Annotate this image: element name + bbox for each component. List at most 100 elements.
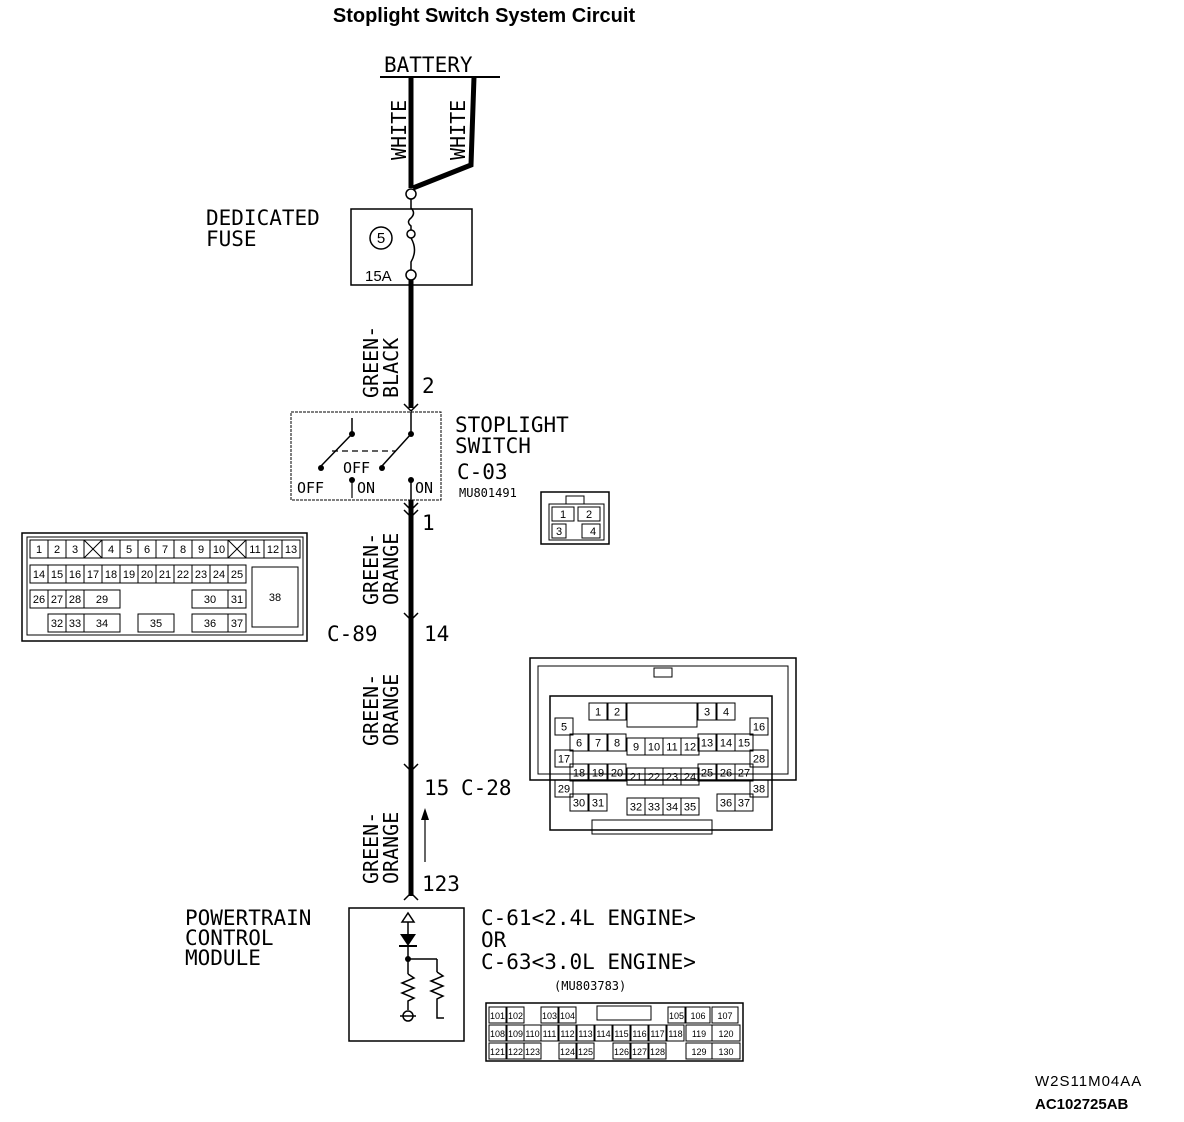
c28-pin-10: 10: [648, 742, 660, 754]
green-orange-label-1-line1: GREEN-: [359, 533, 383, 605]
green-orange-label-1-line2: ORANGE: [379, 533, 403, 605]
pcm-pin-104-cell: [558, 1006, 577, 1024]
c28-pin-2: 2: [614, 707, 620, 719]
c28-marker: [403, 763, 419, 773]
c89-pin-18: 18: [105, 569, 117, 581]
c28-pin-38-cell: [749, 779, 769, 798]
pcm-pin-124: 124: [560, 1047, 575, 1057]
c28-pin-37: 37: [738, 798, 750, 810]
c89-pin-32: 32: [51, 618, 63, 630]
c89-pin-35-cell: [137, 613, 175, 633]
c28-pin-2-cell: [607, 702, 627, 721]
fuse-label-line1: DEDICATED: [206, 206, 320, 230]
c89-pin-33: 33: [69, 618, 81, 630]
pcm-pin-128-cell: [648, 1042, 667, 1060]
switch-contact-off-right: [379, 465, 385, 471]
c28-pin-3-cell: [697, 702, 717, 721]
pcm-pin-118-cell: [666, 1024, 685, 1042]
c89-pin-12: 12: [267, 544, 279, 556]
green-black-label-line1: GREEN-: [359, 326, 383, 398]
c89-pin-x-blank-mark: [83, 539, 103, 559]
pcm-pin-120: 120: [718, 1029, 733, 1039]
c89-pin-30: 30: [204, 594, 216, 606]
pcm-pin-130: 130: [718, 1047, 733, 1057]
c89-pin-19: 19: [123, 569, 135, 581]
pcm-connector-2: C-63<3.0L ENGINE>: [481, 950, 696, 974]
c28-pin-7-cell: [588, 733, 608, 752]
switch-blade-right: [381, 433, 412, 467]
c28-pin-21: 21: [630, 772, 642, 784]
pcm-pin-125-cell: [576, 1042, 595, 1060]
c28-pin-29-cell: [554, 779, 574, 798]
c28-pin-11: 11: [666, 742, 677, 754]
c89-pin-38: 38: [269, 592, 281, 604]
pcm-pin-116: 116: [632, 1029, 646, 1039]
fuse-rating: 15A: [365, 268, 392, 285]
switch-off-left: OFF: [297, 479, 324, 497]
pcm-pin-112: 112: [560, 1029, 574, 1039]
c28-pin-35-cell: [680, 797, 700, 816]
switch-on-right: ON: [415, 479, 433, 497]
fuse-label-line2: FUSE: [206, 227, 257, 251]
pcm-box: [348, 907, 465, 1042]
pcm-label-line3: MODULE: [185, 946, 261, 970]
switch-label-line2: SWITCH: [455, 434, 531, 458]
c28-pin-28-cell: [749, 749, 769, 768]
c28-pin-28: 28: [753, 754, 765, 766]
c89-pin-37: 37: [231, 618, 243, 630]
pcm-pin-112-cell: [558, 1024, 577, 1042]
pcm-pin-120-cell: [711, 1024, 741, 1042]
pcm-internal-circuit: [399, 911, 445, 1022]
c28-pin-38: 38: [753, 784, 765, 796]
pcm-pin-126-cell: [612, 1042, 631, 1060]
c28-pin-35: 35: [684, 802, 696, 814]
c89-pin-11: 11: [249, 544, 260, 556]
c28-pin-14: 14: [720, 738, 732, 750]
c89-pin-27: 27: [51, 594, 63, 606]
pcm-pin-106-cell: [685, 1006, 711, 1024]
pcm-pin-102-cell: [506, 1006, 525, 1024]
c89-pin-34: 34: [96, 618, 108, 630]
pcm-pin-119: 119: [692, 1029, 706, 1039]
c89-pin-34-cell: [83, 613, 121, 633]
c28-pin-6-cell: [569, 733, 589, 752]
switch-connector-face: 1 2 3 4: [540, 491, 610, 545]
green-black-label-line2: BLACK: [379, 338, 403, 398]
c28-pin-4: 4: [723, 707, 729, 719]
c28-pin-24-cell: [680, 767, 700, 786]
pcm-pin-123: 123: [525, 1047, 540, 1057]
pcm-pin-114-cell: [594, 1024, 613, 1042]
c28-pin-15-cell: [734, 733, 754, 752]
pcm-pin-117-cell: [648, 1024, 667, 1042]
switch-blade-left: [320, 433, 353, 467]
switch-on-left: ON: [357, 479, 375, 497]
pcm-pin-113-cell: [576, 1024, 595, 1042]
c28-pin-9: 9: [633, 742, 639, 754]
c89-pin-26: 26: [33, 594, 45, 606]
c28-pin-23: 23: [666, 772, 678, 784]
c28-pin-5: 5: [561, 722, 567, 734]
c89-pin-24: 24: [213, 569, 225, 581]
pcm-pin-123-cell: [523, 1042, 542, 1060]
pcm-pin-108-cell: [488, 1024, 507, 1042]
c28-pin-1-cell: [588, 702, 608, 721]
pcm-pin-118: 118: [668, 1029, 682, 1039]
pcm-pin-101: 101: [490, 1011, 505, 1021]
c28-pin-19: 19: [592, 768, 604, 780]
c89-pin-4: 4: [108, 544, 114, 556]
c28-pin-18-cell: [569, 763, 589, 782]
pin-1-marker-lower: [403, 509, 419, 519]
c89-marker: [403, 612, 419, 622]
pin-1-marker-upper: [403, 502, 419, 512]
c28-pin-25: 25: [701, 768, 713, 780]
c28-pin-34: 34: [666, 802, 678, 814]
pcm-pin-115: 115: [614, 1029, 628, 1039]
c89-pin-29-cell: [83, 589, 121, 609]
pcm-label-line1: POWERTRAIN: [185, 906, 311, 930]
green-orange-label-2-line1: GREEN-: [359, 674, 383, 746]
c89-pin-29: 29: [96, 594, 108, 606]
pcm-pin-102: 102: [508, 1011, 523, 1021]
